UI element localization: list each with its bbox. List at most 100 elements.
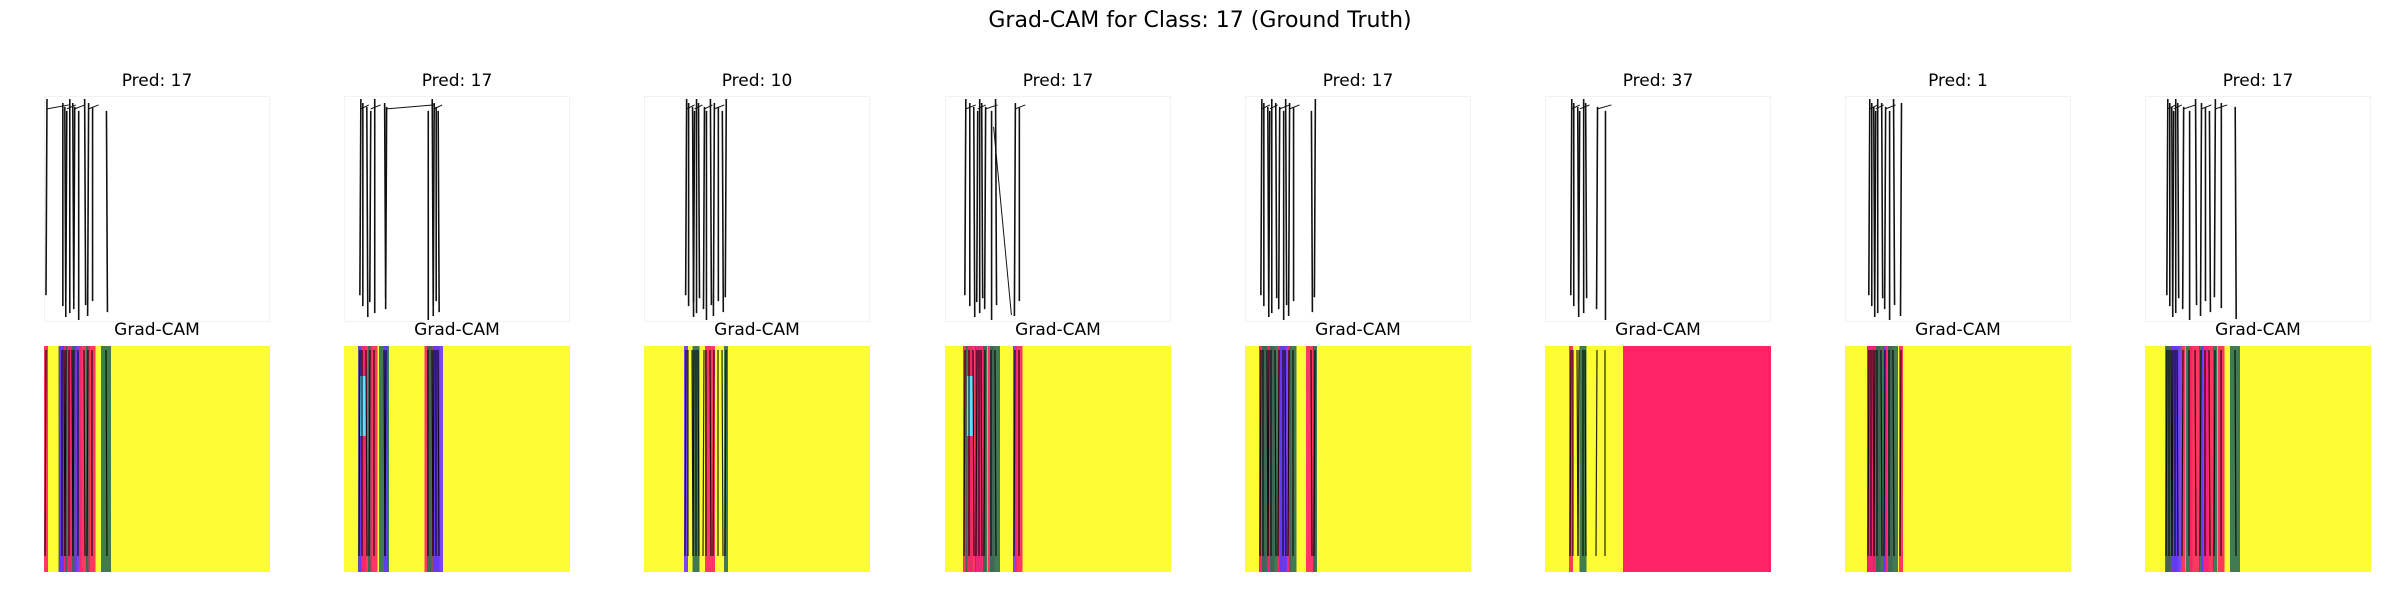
heatmap-svg	[2145, 346, 2371, 572]
stroke-line	[712, 102, 716, 317]
stroke-line	[1287, 102, 1291, 317]
stroke-image	[1545, 96, 1771, 322]
stroke-plot	[964, 98, 1026, 321]
stroke-line	[980, 102, 984, 299]
heatmap-band	[360, 376, 366, 436]
stroke-line	[983, 106, 987, 310]
heatmap-svg	[1845, 346, 2071, 572]
heatmap-background	[644, 346, 870, 572]
stroke-plot	[1569, 98, 1612, 321]
stroke-line	[2165, 349, 2168, 557]
gradcam-heatmap	[945, 346, 1171, 572]
stroke-line	[1873, 110, 1877, 303]
stroke-line	[975, 349, 978, 557]
stroke-line	[1310, 349, 1313, 557]
stroke-line	[2171, 110, 2175, 303]
stroke-line	[1015, 104, 1026, 110]
stroke-line	[65, 110, 68, 303]
stroke-line	[1310, 110, 1314, 313]
heatmap-svg	[644, 346, 870, 572]
stroke-line	[83, 349, 86, 557]
stroke-image	[344, 96, 570, 322]
stroke-line	[2234, 349, 2237, 557]
gradcam-heatmap	[1245, 346, 1471, 572]
heatmap-svg	[1545, 346, 1771, 572]
stroke-line	[963, 349, 966, 557]
stroke-line	[1868, 98, 1871, 296]
stroke-line	[1261, 104, 1271, 110]
stroke-line	[358, 349, 361, 557]
stroke-line	[2234, 106, 2237, 320]
gradcam-label: Grad-CAM	[2215, 320, 2301, 340]
stroke-line	[1013, 349, 1016, 557]
stroke-line	[1885, 104, 1896, 110]
stroke-line	[2208, 110, 2212, 313]
stroke-line	[983, 349, 986, 557]
stroke-line	[1880, 349, 1883, 557]
stroke-line	[1892, 98, 1896, 306]
stroke-line	[1577, 349, 1580, 557]
prediction-label: Pred: 37	[1622, 71, 1694, 91]
stroke-line	[714, 104, 725, 110]
stroke-line	[1259, 349, 1262, 557]
stroke-line	[105, 110, 109, 313]
gradcam-label: Grad-CAM	[414, 320, 500, 340]
stroke-line	[697, 349, 700, 557]
stroke-line	[437, 349, 440, 557]
stroke-line	[702, 349, 705, 557]
stroke-line	[2194, 349, 2197, 557]
stroke-line	[1899, 102, 1903, 317]
stroke-line	[360, 104, 370, 110]
stroke-line	[2215, 104, 2228, 110]
stroke-line	[2213, 98, 2217, 298]
stroke-line	[994, 98, 998, 306]
prediction-label: Pred: 17	[121, 71, 193, 91]
stroke-line	[1268, 110, 1271, 303]
stroke-line	[684, 349, 687, 557]
stroke-line	[105, 349, 108, 557]
stroke-line	[437, 110, 440, 313]
heatmap-region	[1623, 346, 1771, 572]
stroke-line	[724, 98, 728, 298]
stroke-line	[72, 106, 76, 310]
stroke-line	[2173, 104, 2182, 110]
gradcam-label: Grad-CAM	[1015, 320, 1101, 340]
stroke-line	[1284, 98, 1288, 306]
stroke-line	[1277, 349, 1280, 557]
prediction-label: Pred: 1	[1928, 71, 1988, 91]
stroke-line	[1595, 106, 1599, 310]
stroke-image	[1845, 96, 2071, 322]
stroke-line	[384, 106, 388, 310]
stroke-line	[1875, 104, 1884, 110]
stroke-line	[1267, 349, 1270, 557]
stroke-line	[965, 104, 976, 110]
stroke-line	[2181, 106, 2185, 310]
stroke-line	[721, 349, 724, 557]
stroke-line	[980, 349, 983, 557]
stroke-line	[368, 110, 372, 303]
stroke-line	[977, 104, 986, 110]
stroke-line	[1867, 349, 1870, 557]
stroke-line	[1279, 104, 1290, 110]
stroke-line	[2176, 349, 2179, 557]
heatmap-svg	[344, 346, 570, 572]
stroke-line	[88, 104, 99, 110]
stroke-line	[1584, 102, 1588, 299]
stroke-line	[1013, 102, 1017, 317]
stroke-line	[1899, 349, 1902, 557]
stroke-line	[1883, 349, 1886, 557]
stroke-line	[368, 349, 371, 557]
stroke-line	[45, 98, 48, 296]
stroke-image	[44, 96, 270, 322]
heatmap-background	[344, 346, 570, 572]
stroke-line	[86, 102, 90, 317]
gradcam-heatmap	[1845, 346, 2071, 572]
stroke-line	[709, 349, 712, 557]
prediction-label: Pred: 10	[721, 71, 793, 91]
stroke-line	[1289, 104, 1300, 110]
stroke-line	[975, 110, 979, 303]
stroke-line	[1569, 98, 1573, 296]
